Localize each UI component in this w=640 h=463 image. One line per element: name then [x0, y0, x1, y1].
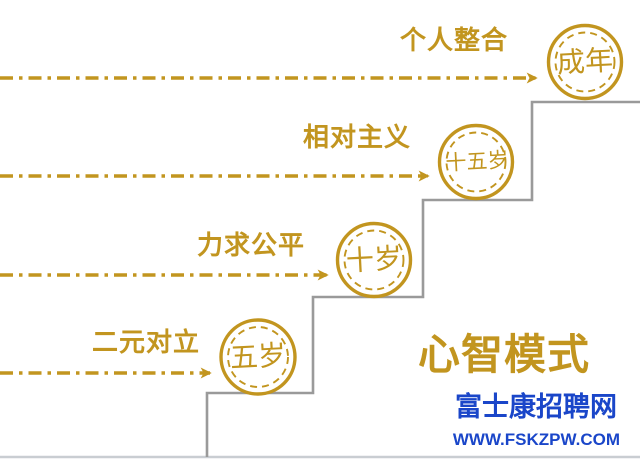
staircase-outline [205, 100, 640, 457]
age-text-ten: 十岁 [345, 241, 403, 278]
stage-label-personal-integration: 个人整合 [400, 25, 509, 55]
age-badge-adult [546, 23, 624, 101]
watermark-site-name: 富士康招聘网 [455, 392, 617, 422]
watermark-url: WWW.FSKZPW.COM [452, 430, 620, 449]
stage-label-binary-opposition: 二元对立 [92, 327, 201, 357]
age-text-five: 五岁 [229, 338, 287, 375]
age-text-adult: 成年 [556, 43, 614, 80]
stage-label-striving-fairness: 力求公平 [197, 230, 306, 260]
diagram-title: 心智模式 [418, 331, 591, 378]
stage-label-relativism: 相对主义 [303, 122, 412, 152]
age-badge-fifteen [437, 123, 515, 201]
age-text-fifteen: 十五岁 [444, 147, 510, 176]
age-badge-five [219, 318, 297, 396]
age-badge-ten [335, 221, 413, 299]
